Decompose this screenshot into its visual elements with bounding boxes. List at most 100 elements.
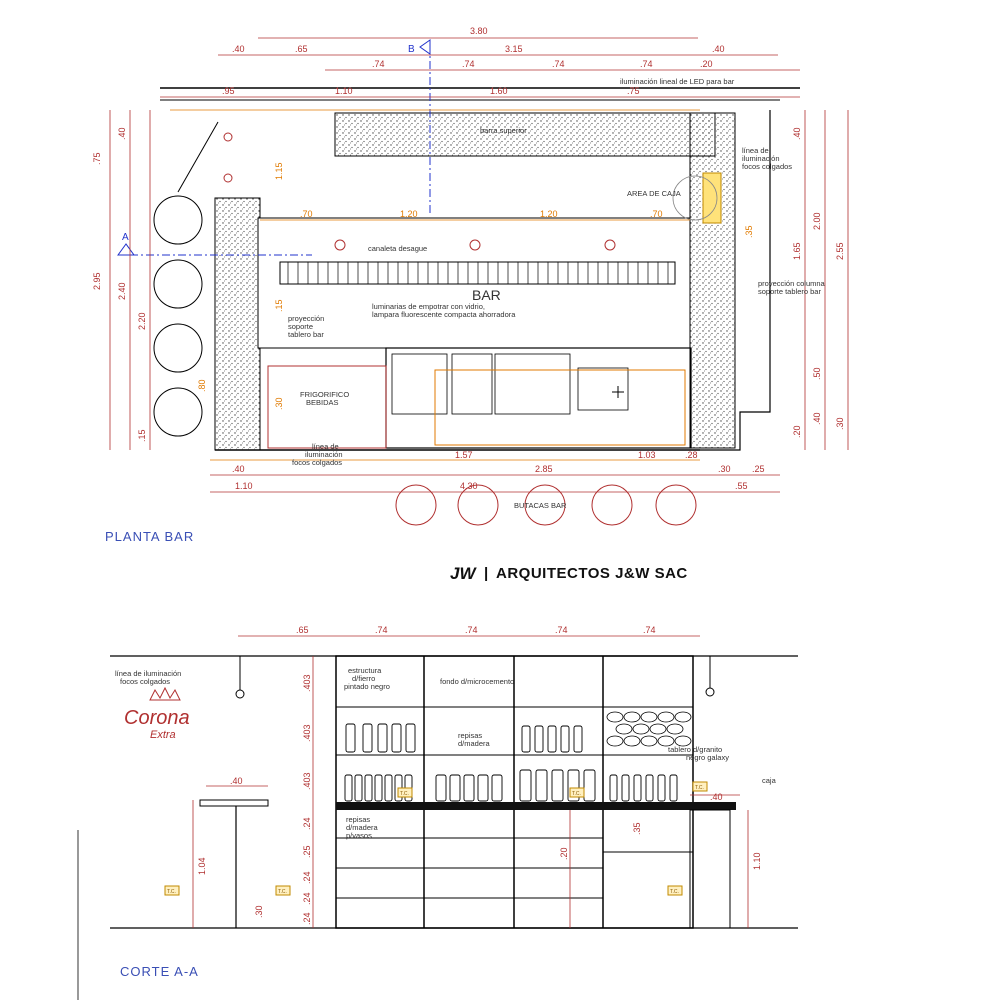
dim-bottom-1: .28 <box>685 450 698 460</box>
side-counter <box>199 799 269 807</box>
drain-circle <box>334 239 346 251</box>
note-proyeccion-right: soporte tablero bar <box>758 287 821 296</box>
sec-dim-shelf: .24 <box>302 871 312 884</box>
dim-right: 2.55 <box>835 242 845 260</box>
dim-right: .40 <box>812 412 822 425</box>
section-view: Corona Extra .65 .74 .74 .74 .74 .40 1.0… <box>77 625 798 1000</box>
note-proyeccion-left: tablero bar <box>288 330 324 339</box>
dim-top-2: .40 <box>232 44 245 54</box>
dim-top-2: .65 <box>295 44 308 54</box>
bottle-rack <box>494 353 571 415</box>
dim-left: .15 <box>274 299 284 312</box>
dim-left: 2.20 <box>137 312 147 330</box>
dim-top-2: 3.15 <box>505 44 523 54</box>
note-lampara: lampara fluorescente compacta ahorradora <box>372 310 516 319</box>
sec-note-repisas-low: repisas <box>346 815 370 824</box>
dim-top-2: .40 <box>712 44 725 54</box>
section-marker-b-label: B <box>408 44 415 55</box>
dim-top-3: .74 <box>462 59 475 69</box>
orange-dimension-lines <box>170 109 700 461</box>
tc-label: T.C. <box>167 889 176 895</box>
sec-note-estructura: pintado negro <box>344 682 390 691</box>
plan-title: PLANTA BAR <box>105 529 194 544</box>
orange-projection <box>434 369 686 446</box>
drain-circle <box>604 239 616 251</box>
label-bebidas: BEBIDAS <box>306 398 339 407</box>
wine-rack <box>606 711 692 747</box>
sec-dim-top: .65 <box>296 625 309 635</box>
stool-left <box>153 259 203 309</box>
back-counter-hatched <box>334 112 716 157</box>
sec-dim-shelf: .24 <box>302 912 312 925</box>
sec-dim-shelf: .24 <box>302 892 312 905</box>
dim-top-4: .95 <box>222 86 235 96</box>
granite-countertop <box>336 802 736 810</box>
dim-bottom-2: 4.30 <box>460 481 478 491</box>
sec-dim-right: 1.10 <box>752 852 762 870</box>
brand-block: JW | ARQUITECTOS J&W SAC <box>450 564 688 583</box>
sec-dim-shelf: .403 <box>302 724 312 742</box>
sec-note-caja: caja <box>762 776 777 785</box>
stool-left <box>153 323 203 373</box>
sec-note-repisas: d/madera <box>458 739 491 748</box>
sec-dim-left: .40 <box>230 776 243 786</box>
brand-name: ARQUITECTOS J&W SAC <box>496 565 688 582</box>
dim-left: .15 <box>137 429 147 442</box>
dim-left: 1.15 <box>274 162 284 180</box>
bar-label: BAR <box>472 287 501 303</box>
corona-logo-text: Corona <box>124 707 190 729</box>
dim-mid: .70 <box>300 209 313 219</box>
left-dimension-lines <box>109 110 151 450</box>
tc-label: T.C. <box>695 785 704 791</box>
tc-tags <box>164 781 708 896</box>
dim-total-width: 3.80 <box>470 26 488 36</box>
dim-right: 2.00 <box>812 212 822 230</box>
pendant-lamp-icon <box>705 687 715 697</box>
sec-dim-shelf: .25 <box>302 845 312 858</box>
door-leaf <box>177 121 219 193</box>
sec-dim-top: .74 <box>375 625 388 635</box>
section-marker-b <box>419 39 431 55</box>
section-title: CORTE A-A <box>120 964 199 979</box>
dim-left: 2.95 <box>92 272 102 290</box>
note-right-ilum: iluminación <box>742 154 780 163</box>
dim-bottom-1: 2.85 <box>535 464 553 474</box>
section-marker-a-label: A <box>122 232 129 243</box>
note-proyeccion-left: soporte <box>288 322 313 331</box>
section-dimension-lines <box>192 635 749 928</box>
cash-register <box>702 172 722 224</box>
dim-bottom-1: 1.03 <box>638 450 656 460</box>
label-area-caja: AREA DE CAJA <box>627 189 681 198</box>
sec-dim-center: .35 <box>632 822 642 835</box>
label-butacas: BUTACAS BAR <box>514 501 567 510</box>
dim-bottom-1: .25 <box>752 464 765 474</box>
sec-note-repisas: repisas <box>458 731 482 740</box>
dim-bottom-1: .30 <box>718 464 731 474</box>
tc-label: T.C. <box>572 791 581 797</box>
dim-top-4: 1.10 <box>335 86 353 96</box>
dim-mid: 1.20 <box>540 209 558 219</box>
right-column-hatched <box>689 112 736 449</box>
dim-bottom-1: .40 <box>232 464 245 474</box>
note-proyeccion-right: proyección columna <box>758 279 826 288</box>
drain-grating <box>279 261 676 285</box>
note-linea-ilum: línea de <box>312 442 339 451</box>
fridge-outline <box>267 365 387 449</box>
shelves <box>336 706 693 899</box>
dim-mid: .70 <box>650 209 663 219</box>
stool-left <box>153 195 203 245</box>
plan-right-wall <box>700 110 771 451</box>
brand-separator: | <box>484 565 489 582</box>
sec-note-tablero: tablero d/granito <box>668 745 722 754</box>
bottles-row-1 <box>345 723 583 753</box>
dim-left: .80 <box>197 379 207 392</box>
dim-right: .35 <box>744 225 754 238</box>
note-led-line: iluminación lineal de LED para bar <box>620 77 735 86</box>
dim-top-4: 1.60 <box>490 86 508 96</box>
sec-dim-top: .74 <box>465 625 478 635</box>
dim-mid: 1.20 <box>400 209 418 219</box>
note-right-ilum: línea de <box>742 146 769 155</box>
sec-note-repisas-low: p/vasos <box>346 831 372 840</box>
stool-bottom <box>655 484 697 526</box>
dim-right: .30 <box>835 417 845 430</box>
